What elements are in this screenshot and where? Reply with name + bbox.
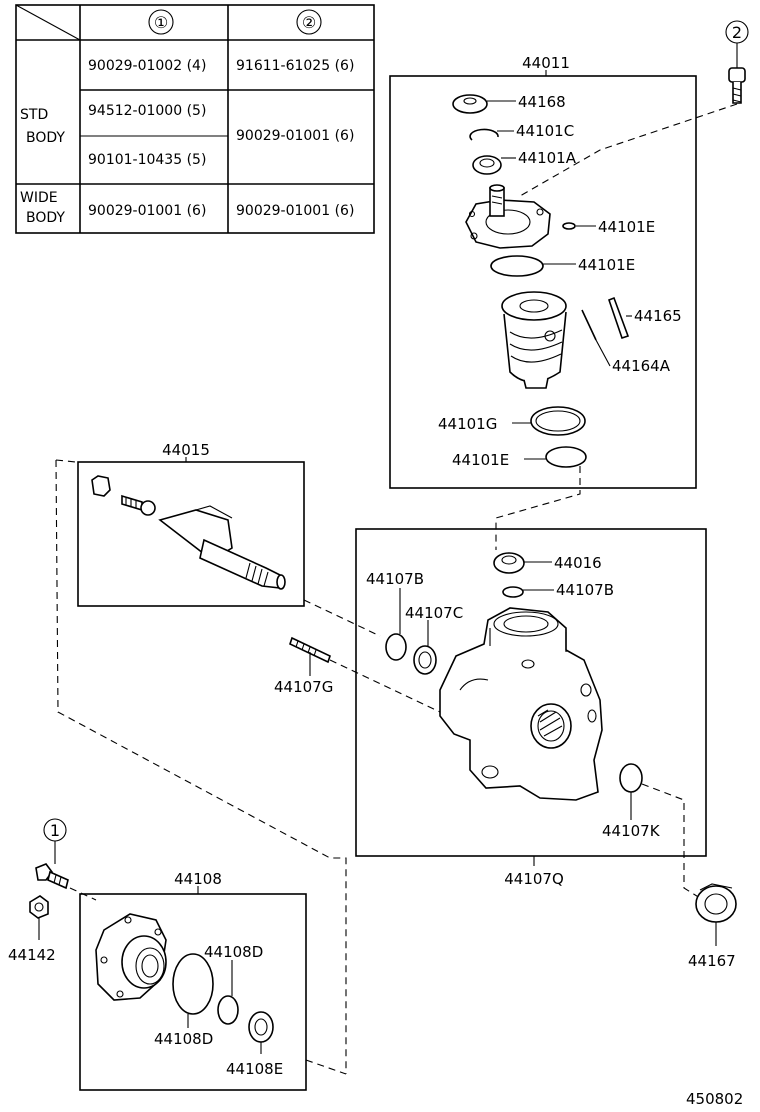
sector-shaft-44015: 44015 xyxy=(77,441,305,607)
std-row23-col2: 90029-01001 (6) xyxy=(236,128,354,144)
label-44107B-right: 44107B xyxy=(556,581,614,599)
valve-assembly-44011: 44011 44168 44101C 44101A 44101E xyxy=(389,54,738,489)
std-row3-col1: 90101-10435 (5) xyxy=(88,152,206,168)
label-44107K: 44107K xyxy=(602,822,661,840)
label-44108: 44108 xyxy=(174,870,222,888)
stud-44107G: 44107G xyxy=(274,636,441,713)
label-44108D-bottom: 44108D xyxy=(154,1030,213,1048)
label-44016: 44016 xyxy=(554,554,602,572)
label-44165: 44165 xyxy=(634,307,682,325)
wide-col1: 90029-01001 (6) xyxy=(88,203,206,219)
label-44164A: 44164A xyxy=(612,357,671,375)
end-cover-44108: 44108 44108D 44108D 44108E xyxy=(79,870,347,1091)
wide-col2: 90029-01001 (6) xyxy=(236,203,354,219)
label-44168: 44168 xyxy=(518,93,566,111)
wide-label-line2: BODY xyxy=(26,210,65,226)
label-44101E-top: 44101E xyxy=(598,218,655,236)
diagram-id: 450802 xyxy=(686,1090,743,1108)
callout-2-number: 2 xyxy=(732,23,742,42)
std-row1-col2: 91611-61025 (6) xyxy=(236,58,354,74)
label-44107B-left: 44107B xyxy=(366,570,424,588)
callout-1-number: 1 xyxy=(50,821,60,840)
label-44142: 44142 xyxy=(8,946,56,964)
label-44108D-top: 44108D xyxy=(204,943,263,961)
col2-header: ② xyxy=(302,13,316,32)
label-44101E-mid: 44101E xyxy=(578,256,635,274)
wide-label-line1: WIDE xyxy=(20,190,58,206)
label-44011: 44011 xyxy=(522,54,570,72)
callout-2-bolt: 2 xyxy=(725,20,749,104)
label-44107G: 44107G xyxy=(274,678,333,696)
gear-housing-44107Q: 44107Q 44016 44107B 44107B 44107C xyxy=(355,528,707,888)
label-44107C: 44107C xyxy=(405,604,463,622)
label-44101E-bottom: 44101E xyxy=(452,451,509,469)
label-44101G: 44101G xyxy=(438,415,497,433)
label-44101C: 44101C xyxy=(516,122,574,140)
label-44107Q: 44107Q xyxy=(504,870,564,888)
bolt-spec-table: ① ② STD BODY WIDE BODY 90029-01002 (4) 9… xyxy=(15,4,375,234)
label-44101A: 44101A xyxy=(518,149,577,167)
label-44108E: 44108E xyxy=(226,1060,283,1078)
col2-circle xyxy=(296,9,322,35)
label-44167: 44167 xyxy=(688,952,736,970)
std-row2-col1: 94512-01000 (5) xyxy=(88,103,206,119)
seal-44167: 44167 xyxy=(688,883,737,970)
col1-circle xyxy=(148,9,174,35)
std-row1-col1: 90029-01002 (4) xyxy=(88,58,206,74)
std-label-line1: STD xyxy=(20,107,48,123)
col1-header: ① xyxy=(154,13,168,32)
std-label-line2: BODY xyxy=(26,130,65,146)
callout-1-bolt: 1 44142 xyxy=(8,818,97,964)
label-44015: 44015 xyxy=(162,441,210,459)
